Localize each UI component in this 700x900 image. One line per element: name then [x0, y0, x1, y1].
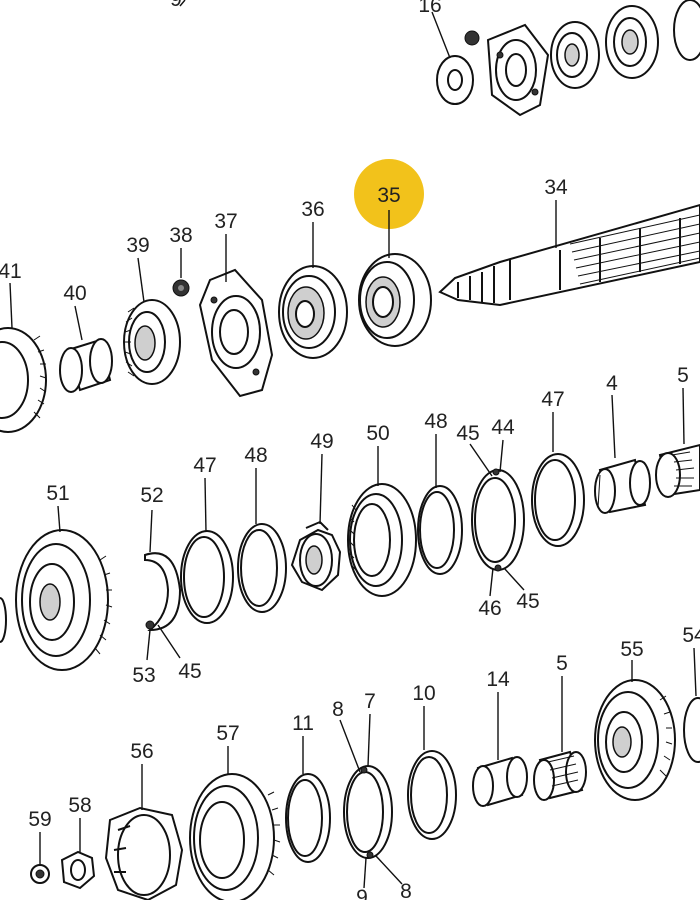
- part-bearing-top-2: [605, 5, 659, 79]
- callout-38: 38: [169, 224, 192, 247]
- callout-48-a: 48: [424, 410, 447, 433]
- part-11-ring: [285, 773, 331, 863]
- part-5-needle-bearing-a: [655, 443, 700, 498]
- callout-51: 51: [46, 482, 69, 505]
- callout-45-a: 45: [456, 422, 479, 445]
- part-51-gear: [15, 529, 113, 671]
- callout-9-top: 9: [170, 0, 182, 11]
- callout-8-b: 8: [400, 880, 412, 900]
- callout-40: 40: [63, 282, 86, 305]
- callout-46: 46: [478, 597, 501, 620]
- part-bearing-top-1: [550, 21, 600, 89]
- callout-44: 44: [491, 416, 515, 439]
- callout-58: 58: [68, 794, 91, 817]
- part-49-hub: [290, 520, 342, 592]
- callout-5-a: 5: [677, 364, 689, 387]
- part-41-gear: [0, 327, 47, 433]
- callout-55: 55: [620, 638, 643, 661]
- callout-35: 35: [377, 184, 400, 207]
- part-57-gear: [189, 773, 281, 900]
- highlight-35: [354, 159, 424, 229]
- callout-54: 54: [682, 624, 700, 647]
- callout-52: 52: [140, 484, 163, 507]
- callout-10: 10: [412, 682, 435, 705]
- callout-47-b: 47: [193, 454, 216, 477]
- part-59-nut: [30, 864, 50, 884]
- part-53-ball: [145, 620, 155, 630]
- part-top-edge: [673, 0, 700, 61]
- part-48-ring-b: [237, 523, 287, 613]
- callout-14: 14: [486, 668, 510, 691]
- part-55-gear: [594, 679, 676, 801]
- part-47-snap-ring-a: [531, 453, 585, 547]
- callout-11: 11: [292, 712, 314, 735]
- part-44-synchro-ring: [471, 468, 525, 572]
- part-38-bolt: [172, 279, 190, 297]
- callout-48-b: 48: [244, 444, 267, 467]
- part-5-needle-bearing-b: [533, 750, 587, 801]
- part-39-gear: [123, 299, 181, 385]
- part-34-mainshaft: [438, 203, 700, 307]
- callout-34: 34: [544, 176, 568, 199]
- part-56-hub: [104, 806, 184, 900]
- part-7-synchro-ring: [343, 765, 393, 859]
- callout-37: 37: [214, 210, 237, 233]
- part-left-edge: [0, 597, 7, 643]
- part-16-washer: [436, 55, 474, 105]
- callout-50: 50: [366, 422, 389, 445]
- part-47-snap-ring-b: [180, 530, 234, 624]
- part-54: [683, 697, 700, 763]
- part-10-ring: [407, 750, 457, 840]
- callout-9-b: 9: [356, 886, 368, 900]
- callout-45-c: 45: [178, 660, 201, 683]
- part-bolt-small-top: [464, 30, 480, 46]
- part-4-bushing: [594, 458, 651, 514]
- callout-45-b: 45: [516, 590, 539, 613]
- callout-47-a: 47: [541, 388, 564, 411]
- callout-5-b: 5: [556, 652, 568, 675]
- callout-53: 53: [132, 664, 155, 687]
- callout-49: 49: [310, 430, 333, 453]
- callout-41: 41: [0, 260, 22, 283]
- part-37-retainer-plate: [198, 268, 274, 398]
- part-52-half-ring: [144, 552, 182, 632]
- callout-4: 4: [606, 372, 618, 395]
- part-36-bearing: [278, 265, 348, 359]
- callout-36: 36: [301, 198, 324, 221]
- callout-39: 39: [126, 234, 149, 257]
- callout-8-a: 8: [332, 698, 344, 721]
- callout-7: 7: [364, 690, 376, 713]
- callout-57: 57: [216, 722, 239, 745]
- part-14-bushing: [472, 756, 528, 807]
- part-48-ring-a: [417, 485, 463, 575]
- part-bearing-retainer-top: [486, 23, 550, 117]
- part-40-bushing: [59, 338, 113, 393]
- part-58-nut: [60, 850, 96, 890]
- callout-16: 16: [418, 0, 441, 17]
- callout-56: 56: [130, 740, 153, 763]
- part-35-bearing: [358, 253, 432, 347]
- callout-59: 59: [28, 808, 51, 831]
- part-50-sleeve: [347, 483, 417, 597]
